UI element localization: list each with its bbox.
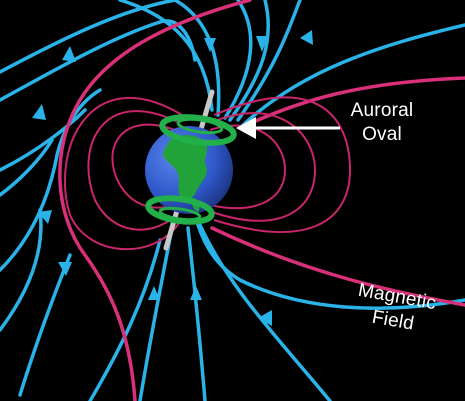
auroral-oval-label: Auroral Oval: [350, 100, 414, 145]
arrow-left-icon: [300, 30, 313, 45]
aurora-ring-south-inner: [158, 206, 202, 222]
magnetotail-upper-line: [238, 76, 465, 130]
field-line-upper-1: [0, 0, 177, 74]
arrow-up-icon: [148, 286, 160, 300]
field-line-left-4: [0, 208, 43, 332]
field-loop-right-3: [213, 96, 352, 233]
magnetopause-line: [58, 0, 252, 401]
field-line-left-3: [0, 88, 102, 272]
field-line-upper-2: [0, 19, 197, 102]
aurora-ring-north-inner: [176, 117, 224, 135]
field-loop-left-2: [87, 110, 179, 231]
earth-icon: [145, 126, 233, 214]
arrow-down-icon: [38, 210, 52, 224]
arrow-down-icon: [256, 36, 268, 52]
aurora-ring-south: [145, 195, 215, 225]
field-line-left-1: [0, 108, 87, 172]
field-line-upper-8: [236, 0, 302, 122]
aurora-rings: [145, 114, 237, 225]
field-line-left-5: [18, 253, 72, 397]
field-line-lower-4: [196, 223, 465, 310]
magnetosphere-boundary: [58, 0, 465, 401]
auroral-oval-pointer: [236, 117, 340, 139]
field-line-lower-3: [198, 223, 332, 401]
field-line-lower-5: [88, 238, 162, 401]
field-loop-right-2: [211, 112, 317, 222]
continent-shape: [163, 135, 208, 201]
arrow-up-icon: [32, 104, 46, 120]
solar-wind-arrows: [32, 30, 313, 326]
field-line-upper-7: [238, 23, 465, 130]
field-line-upper-3: [118, 0, 214, 112]
arrow-down-icon: [204, 38, 216, 52]
field-loop-left-1: [111, 123, 176, 209]
aurora-ring-north: [159, 114, 237, 146]
arrow-down-icon: [58, 262, 72, 276]
field-loop-left-3: [63, 97, 183, 251]
arrow-up-icon: [62, 46, 76, 62]
field-line-upper-5: [223, 0, 253, 120]
field-line-left-2: [0, 138, 54, 197]
field-line-lower-2: [186, 226, 207, 401]
arrow-up-icon: [190, 286, 202, 300]
arrow-left-icon: [258, 310, 272, 326]
arrow-left-icon: [236, 117, 256, 139]
magnetotail-lower-line: [210, 226, 465, 307]
